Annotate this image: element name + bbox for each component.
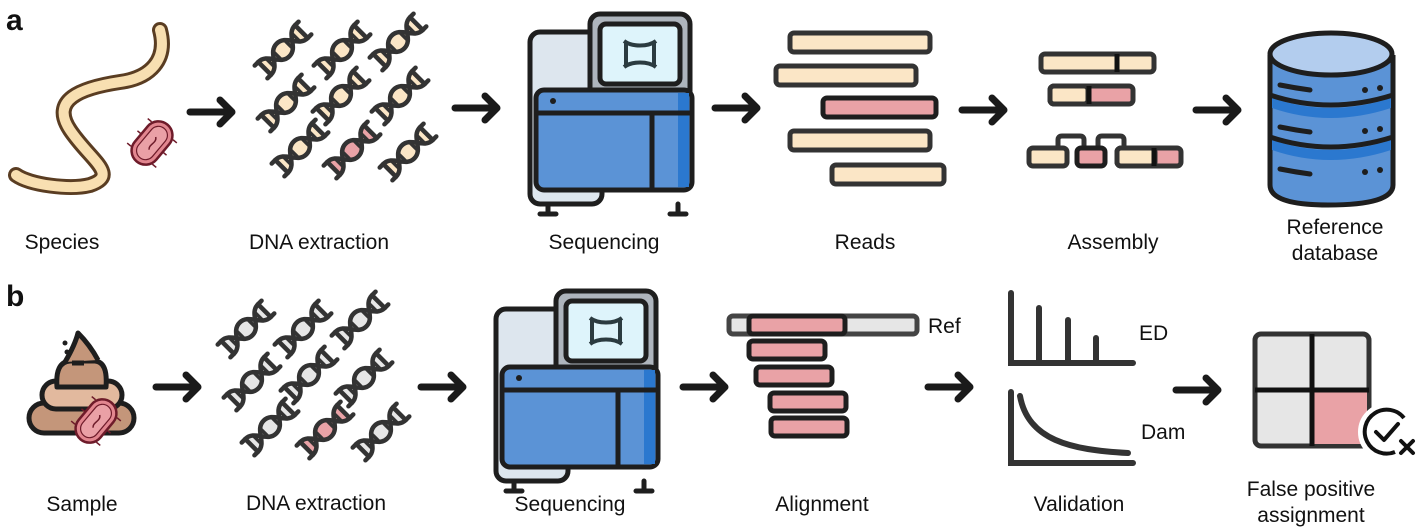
arrow-icon xyxy=(186,96,236,128)
bacterium-icon xyxy=(70,395,122,447)
arrow-icon xyxy=(1192,94,1242,126)
step-label-assembly: Assembly xyxy=(1067,231,1159,254)
step-label-validation: Validation xyxy=(1033,493,1125,516)
arrow-icon xyxy=(711,92,761,124)
ed-plot-icon xyxy=(1008,290,1136,366)
dna-helix-icon xyxy=(272,298,334,360)
arrow-icon xyxy=(924,371,974,403)
dna-helix-icon xyxy=(377,121,439,183)
dna-helix-icon xyxy=(350,401,412,463)
dam-plot-icon xyxy=(1008,389,1136,466)
step-label-false-positive: False positive assignment xyxy=(1247,477,1375,529)
database-icon xyxy=(1267,30,1396,208)
dna-helix-icon xyxy=(329,289,391,351)
step-label-dna-extraction: DNA extraction xyxy=(248,231,390,254)
arrow-icon xyxy=(152,371,202,403)
arrow-icon xyxy=(958,94,1008,126)
dna-strands-icon xyxy=(215,289,412,463)
confusion-matrix-icon xyxy=(1252,331,1372,449)
dna-helix-icon xyxy=(252,19,314,81)
label-line: assignment xyxy=(1257,504,1365,527)
reads-icon xyxy=(773,30,947,187)
arrow-icon xyxy=(1172,374,1222,406)
step-label-reference-database: Reference database xyxy=(1287,215,1384,267)
arrow-icon xyxy=(679,371,729,403)
arrow-icon xyxy=(451,92,501,124)
dna-helix-icon xyxy=(239,396,301,458)
ed-label: ED xyxy=(1139,322,1168,345)
step-label-dna-extraction: DNA extraction xyxy=(245,492,387,515)
dna-helix-icon xyxy=(294,399,356,461)
ref-label: Ref xyxy=(928,315,961,338)
bacterium-icon xyxy=(126,117,178,169)
worm-icon xyxy=(8,22,170,195)
dna-helix-icon xyxy=(310,65,372,127)
step-label-species: Species xyxy=(24,231,100,254)
step-label-sequencing: Sequencing xyxy=(514,493,626,516)
dna-helix-icon xyxy=(367,11,429,73)
arrow-icon xyxy=(417,371,467,403)
label-line: False positive xyxy=(1246,478,1376,501)
check-cross-icon xyxy=(1358,403,1416,461)
step-label-sample: Sample xyxy=(46,493,118,516)
step-label-alignment: Alignment xyxy=(775,493,869,516)
panel-b-label: b xyxy=(6,280,25,313)
panel-a-label: a xyxy=(6,4,23,37)
dna-helix-icon xyxy=(255,72,317,134)
label-line: database xyxy=(1291,242,1379,265)
alignment-icon xyxy=(726,313,920,439)
dna-helix-icon xyxy=(278,344,340,406)
dna-helix-icon xyxy=(215,298,277,360)
label-line: Reference xyxy=(1286,216,1384,239)
step-label-reads: Reads xyxy=(834,231,896,254)
sequencer-icon xyxy=(527,11,695,217)
dam-label: Dam xyxy=(1141,421,1185,444)
step-label-sequencing: Sequencing xyxy=(548,231,660,254)
dna-helix-icon xyxy=(221,351,283,413)
dna-helix-icon xyxy=(311,19,373,81)
dna-strands-icon xyxy=(252,11,439,183)
sequencer-icon xyxy=(493,288,661,494)
dna-helix-icon xyxy=(369,65,431,127)
dna-helix-icon xyxy=(269,117,331,179)
dna-helix-icon xyxy=(321,119,383,181)
dna-helix-icon xyxy=(333,347,395,409)
assembly-icon xyxy=(1026,51,1184,169)
